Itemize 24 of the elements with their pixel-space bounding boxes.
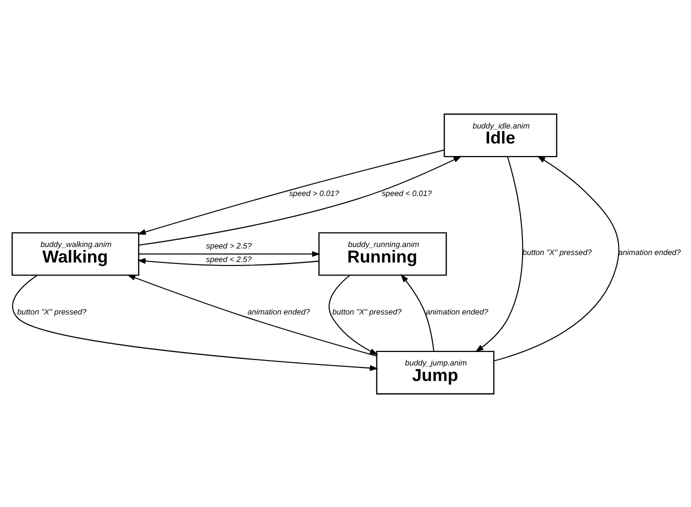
arrow [138,250,320,256]
arrow [328,274,378,354]
arrow [127,274,377,356]
edge-label: button "X" pressed? [522,248,592,257]
arrow [400,274,434,351]
arrow [475,156,524,352]
node-box: buddy_jump.anim Jump [376,350,494,394]
edge-label: animation ended? [426,307,488,316]
edge-label: speed < 0.01? [382,188,432,198]
node-box: buddy_idle.anim Idle [444,113,558,157]
arrow [137,258,319,266]
edge-label: speed > 0.01? [289,188,340,198]
edge-label: speed > 2.5? [206,241,252,250]
arrow [12,274,378,370]
node-box: buddy_walking.anim Walking [12,232,140,276]
arrow [137,149,444,234]
arrow [138,155,462,246]
node-box: buddy_running.anim Running [318,232,447,276]
edge-label: animation ended? [247,307,310,316]
arrow [494,155,620,361]
edge-label: speed < 2.5? [206,254,252,264]
edge-label: button "X" pressed? [332,307,402,316]
edge-label: animation ended? [618,248,681,257]
edge-label: button "X" pressed? [17,307,86,316]
